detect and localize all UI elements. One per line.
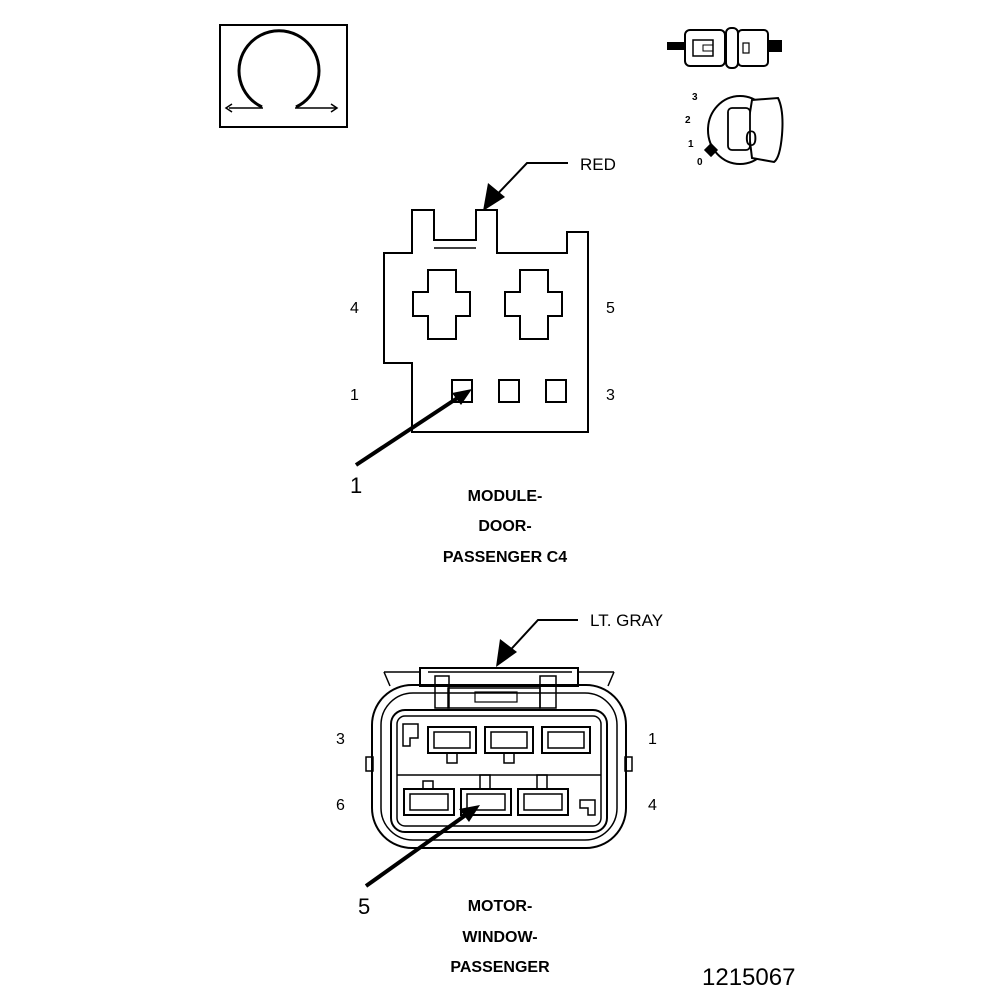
motor-title-line-1: MOTOR- bbox=[468, 898, 533, 915]
c4-pin-label-1: 1 bbox=[350, 387, 359, 404]
connector-motor bbox=[365, 667, 633, 849]
connector-c4 bbox=[383, 209, 589, 433]
motor-title-line-3: PASSENGER bbox=[450, 959, 550, 976]
key-position-2: 2 bbox=[685, 115, 691, 126]
key-label: 0 bbox=[745, 126, 757, 151]
motor-pin-label-1: 1 bbox=[648, 731, 657, 748]
motor-cavity-5 bbox=[460, 774, 512, 816]
c4-pin-label-3: 3 bbox=[606, 387, 615, 404]
motor-cavity-2 bbox=[484, 726, 534, 764]
motor-callout-number: 5 bbox=[358, 894, 370, 919]
motor-title: MOTOR- WINDOW- PASSENGER bbox=[450, 898, 550, 976]
c4-cavity-4 bbox=[412, 269, 471, 340]
motor-callout-arrow bbox=[364, 805, 480, 888]
c4-pin-label-5: 5 bbox=[606, 300, 615, 317]
c4-cavity-3 bbox=[545, 379, 567, 403]
c4-pin-label-4: 4 bbox=[350, 300, 359, 317]
key-position-1: 1 bbox=[688, 139, 694, 150]
ignition-key-icon: 3 2 1 0 0 bbox=[685, 92, 784, 168]
key-position-0: 0 bbox=[697, 157, 703, 168]
connector-halves-icon bbox=[667, 27, 782, 69]
motor-cavity-1 bbox=[541, 726, 591, 754]
motor-title-line-2: WINDOW- bbox=[462, 929, 537, 946]
c4-title-line-1: MODULE- bbox=[468, 488, 543, 505]
c4-callout-arrow bbox=[354, 389, 472, 467]
motor-pin-label-4: 4 bbox=[648, 797, 657, 814]
figure-number: 1215067 bbox=[702, 964, 795, 991]
c4-title-line-3: PASSENGER C4 bbox=[443, 549, 567, 566]
c4-color-leader bbox=[483, 162, 568, 211]
key-position-3: 3 bbox=[692, 92, 698, 103]
c4-title-line-2: DOOR- bbox=[478, 518, 531, 535]
motor-pin-label-6: 6 bbox=[336, 797, 345, 814]
motor-color-label: LT. GRAY bbox=[590, 611, 663, 630]
c4-color-label: RED bbox=[580, 155, 616, 174]
terminal-end-view-icon bbox=[219, 24, 348, 128]
c4-cavity-2 bbox=[498, 379, 520, 403]
motor-cavity-6 bbox=[403, 780, 455, 816]
motor-cavity-4 bbox=[517, 774, 569, 816]
c4-cavity-5 bbox=[504, 269, 563, 340]
c4-callout-number: 1 bbox=[350, 473, 362, 498]
motor-color-leader bbox=[496, 619, 578, 667]
motor-pin-label-3: 3 bbox=[336, 731, 345, 748]
c4-title: MODULE- DOOR- PASSENGER C4 bbox=[443, 488, 567, 566]
motor-cavity-3 bbox=[427, 726, 477, 764]
